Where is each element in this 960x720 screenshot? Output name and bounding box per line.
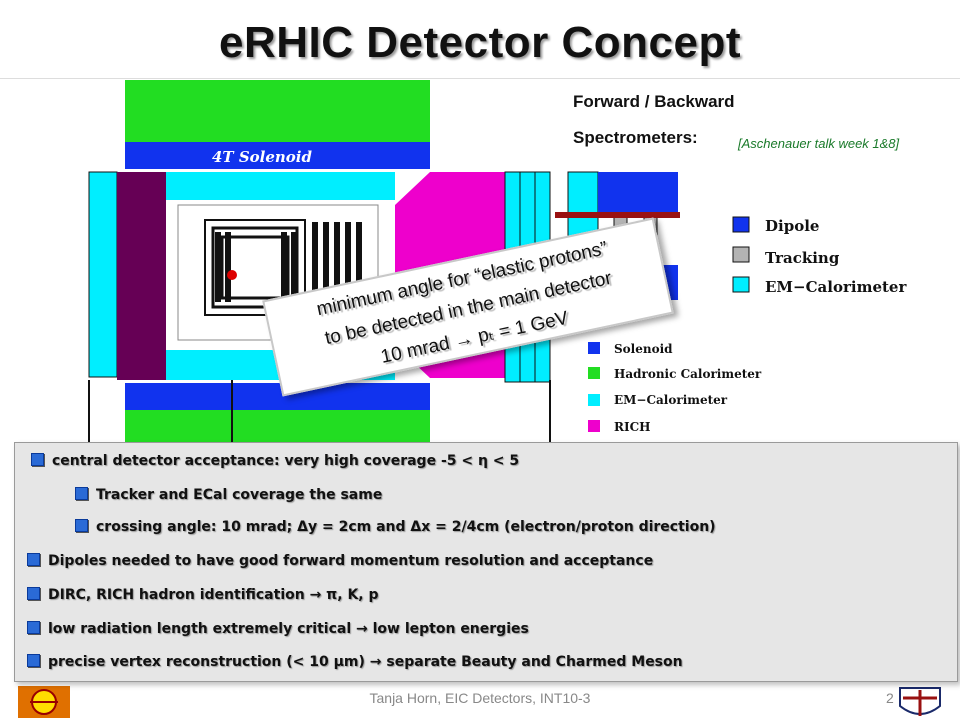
legend-emcal-label: EM−Calorimeter: [765, 278, 907, 296]
bullet-panel: central detector acceptance: very high c…: [14, 442, 958, 682]
solenoid-bottom: [125, 383, 430, 410]
em-barrel-top: [166, 172, 395, 200]
legend-rich-swatch: [588, 420, 600, 432]
solenoid-label: 4T Solenoid: [212, 148, 313, 166]
bullet-5: DIRC, RICH hadron identification → π, K,…: [27, 587, 379, 603]
interaction-point: [227, 270, 237, 280]
checkbox-bullet-icon: [27, 654, 40, 667]
checkbox-bullet-icon: [75, 487, 88, 500]
em-calorimeter-left: [88, 171, 118, 378]
hadronic-calorimeter-top: [125, 80, 430, 142]
legend-emcal-swatch: [732, 276, 750, 293]
endcap-purple: [117, 172, 166, 380]
bullet-1: central detector acceptance: very high c…: [31, 453, 519, 469]
legend-emcal2-swatch: [588, 394, 600, 406]
legend-dipole-swatch: [732, 216, 750, 233]
legend-hcal-label: Hadronic Calorimeter: [614, 367, 762, 381]
left-logo-icon: [18, 686, 70, 718]
bullet-2: Tracker and ECal coverage the same: [75, 487, 382, 503]
checkbox-bullet-icon: [27, 621, 40, 634]
bullet-6: low radiation length extremely critical …: [27, 621, 529, 637]
legend-dipole-label: Dipole: [765, 217, 819, 235]
legend-tracking-swatch: [732, 246, 750, 263]
bullet-4: Dipoles needed to have good forward mome…: [27, 553, 653, 569]
tracker-bars: [204, 219, 362, 316]
checkbox-bullet-icon: [27, 587, 40, 600]
footer-text: Tanja Horn, EIC Detectors, INT10-3: [369, 690, 591, 706]
title-divider: [0, 78, 960, 79]
legend-tracking-label: Tracking: [765, 249, 840, 267]
legend-rich-label: RICH: [614, 420, 650, 434]
bullet-3: crossing angle: 10 mrad; Δy = 2cm and Δx…: [75, 519, 716, 535]
checkbox-bullet-icon: [27, 553, 40, 566]
hadronic-calorimeter-bottom: [125, 410, 430, 442]
legend-solenoid-label: Solenoid: [614, 342, 673, 356]
forward-label-line2: Spectrometers:: [573, 128, 698, 147]
legend-hcal-swatch: [588, 367, 600, 379]
reference-note: [Aschenauer talk week 1&8]: [738, 136, 900, 151]
forward-label-line1: Forward / Backward: [573, 92, 735, 111]
right-crest-icon: [899, 687, 941, 716]
beam-pipe-marker: [555, 212, 680, 218]
page-number: 2: [886, 690, 894, 706]
legend-emcal2-label: EM−Calorimeter: [614, 393, 728, 407]
checkbox-bullet-icon: [31, 453, 44, 466]
checkbox-bullet-icon: [75, 519, 88, 532]
slide-title: eRHIC Detector Concept: [219, 18, 741, 67]
legend-solenoid-swatch: [588, 342, 600, 354]
forward-dipole-top: [598, 172, 678, 212]
solenoid-top: [125, 142, 430, 169]
bullet-7: precise vertex reconstruction (< 10 μm) …: [27, 654, 683, 670]
